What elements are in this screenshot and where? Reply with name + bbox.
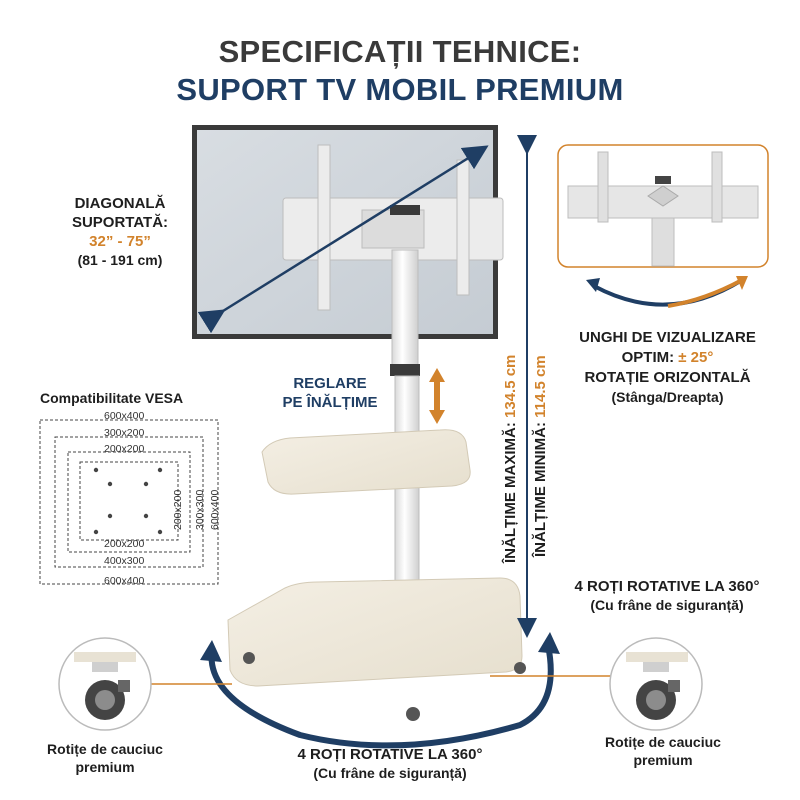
wheel-detail-left-icon — [58, 637, 152, 731]
viewing-line2-value: ± 25° — [678, 349, 714, 366]
vesa-top-label: 600x400 — [104, 410, 145, 422]
height-max-label: ÎNĂLȚIME MAXIMĂ: 134.5 cm — [502, 355, 519, 563]
vesa-top-label: 200x200 — [104, 443, 145, 455]
height-min-text: ÎNĂLȚIME MINIMĂ: — [532, 422, 549, 557]
rotation-arc — [208, 642, 554, 749]
base-platform — [227, 577, 523, 687]
viewing-angle-label: UNGHI DE VIZUALIZARE OPTIM: ± 25° ROTAȚI… — [560, 328, 775, 406]
rotation-arrowhead-right — [538, 632, 560, 654]
rotation-arrowhead-left — [200, 640, 222, 662]
diagonal-label-line1: DIAGONALĂ — [74, 195, 166, 212]
viewing-line4: (Stânga/Dreapta) — [611, 389, 724, 405]
wheels-bottom-label: 4 ROȚI ROTATIVE LA 360° (Cu frâne de sig… — [275, 745, 505, 782]
wheels-right-line1: 4 ROȚI ROTATIVE LA 360° — [574, 578, 760, 595]
vesa-bottom-label: 600x400 — [104, 575, 145, 587]
vesa-bottom-label: 200x200 — [104, 538, 145, 550]
height-adjust-line1: REGLARE — [293, 375, 367, 392]
vesa-right-label: 600x400 — [209, 489, 221, 530]
vesa-right-label: 300x300 — [194, 489, 206, 530]
viewing-line1: UNGHI DE VIZUALIZARE — [579, 329, 756, 346]
wheels-right-line2: (Cu frâne de siguranță) — [590, 597, 744, 613]
height-adjust-arrow — [429, 368, 445, 424]
vesa-bottom-label: 400x300 — [104, 555, 145, 567]
upper-pole — [391, 249, 419, 371]
vesa-top-label: 300x200 — [104, 427, 145, 439]
vesa-title: Compatibilitate VESA — [40, 390, 184, 406]
diagonal-range-cm: (81 - 191 cm) — [77, 252, 163, 268]
page-title: SPECIFICAȚII TEHNICE: — [218, 34, 582, 69]
height-min-value: 114.5 cm — [532, 355, 549, 418]
height-max-value: 134.5 cm — [502, 354, 519, 418]
bracket-inset — [557, 144, 769, 268]
rubber-right-line2: premium — [633, 752, 693, 768]
diagonal-label-line2: SUPORTATĂ: — [71, 214, 169, 231]
viewing-line2: OPTIM: ± 25° — [560, 348, 775, 368]
viewing-line3: ROTAȚIE ORIZONTALĂ — [584, 369, 751, 386]
rubber-left-label: Rotițe de cauciuc premium — [30, 740, 180, 776]
viewing-arrowhead-right — [736, 276, 748, 290]
rubber-left-line1: Rotițe de cauciuc — [47, 741, 163, 757]
rubber-right-label: Rotițe de cauciuc premium — [588, 733, 738, 769]
vesa-holes — [93, 467, 163, 535]
page-subtitle: SUPORT TV MOBIL PREMIUM — [176, 72, 624, 107]
height-adjust-line2: PE ÎNĂLȚIME — [282, 394, 378, 411]
wheels-bottom-line2: (Cu frâne de siguranță) — [313, 765, 467, 781]
viewing-line2-prefix: OPTIM: — [621, 349, 679, 366]
height-min-label: ÎNĂLȚIME MINIMĂ: 114.5 cm — [532, 355, 549, 557]
middle-shelf — [261, 429, 471, 495]
wheels-bottom-line1: 4 ROȚI ROTATIVE LA 360° — [297, 746, 483, 763]
wheels-right-label: 4 ROȚI ROTATIVE LA 360° (Cu frâne de sig… — [552, 577, 782, 614]
diagonal-arrow — [197, 145, 489, 334]
vesa-diagram — [39, 419, 219, 585]
rubber-right-line1: Rotițe de cauciuc — [605, 734, 721, 750]
vesa-right-label: 200x200 — [172, 489, 184, 530]
diagonal-range: 32” - 75” — [89, 233, 151, 250]
height-max-text: ÎNĂLȚIME MAXIMĂ: — [502, 422, 519, 563]
base-wheel-icon — [243, 652, 526, 721]
viewing-arrowhead-left — [586, 278, 600, 292]
rubber-left-line2: premium — [75, 759, 135, 775]
pole-collar — [390, 364, 420, 376]
height-adjust-label: REGLARE PE ÎNĂLȚIME — [275, 374, 385, 412]
wheel-detail-right-icon — [609, 637, 703, 731]
viewing-arc-right — [667, 278, 743, 308]
diagonal-label: DIAGONALĂ SUPORTATĂ: 32” - 75” (81 - 191… — [55, 194, 185, 269]
